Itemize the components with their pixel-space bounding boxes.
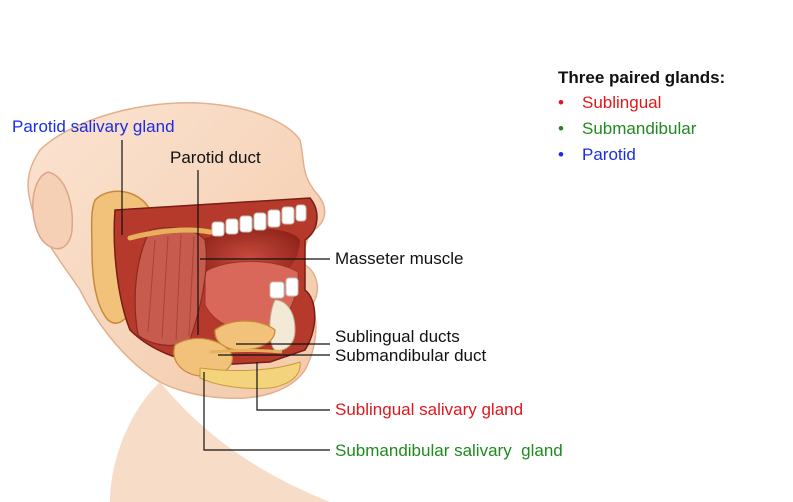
ear [32, 171, 74, 250]
label-parotid-duct: Parotid duct [170, 148, 261, 167]
submandibular-gland-shape [173, 337, 233, 377]
legend: Three paired glands: • Sublingual • Subman… [558, 66, 725, 168]
legend-item-submandibular: • Submandibular [558, 116, 725, 142]
label-submandibular-salivary-gland: Submandibular salivary gland [335, 441, 563, 460]
label-parotid-salivary-gland: Parotid salivary gland [12, 117, 175, 136]
legend-item-parotid: • Parotid [558, 142, 725, 168]
legend-item-label: Parotid [582, 145, 636, 164]
bullet-icon: • [558, 93, 564, 112]
lower-teeth [269, 277, 299, 299]
leader-sublingual-gland [256, 362, 330, 411]
parotid-duct-shape [127, 227, 213, 241]
leader-lines [121, 140, 330, 451]
bullet-icon: • [558, 119, 564, 138]
label-submandibular-duct: Submandibular duct [335, 346, 487, 365]
legend-item-label: Sublingual [582, 93, 662, 112]
bullet-icon: • [558, 145, 564, 164]
legend-title: Three paired glands: [558, 68, 726, 87]
label-sublingual-ducts: Sublingual ducts [335, 327, 460, 346]
label-sublingual-salivary-gland: Sublingual salivary gland [335, 400, 524, 419]
neck [110, 382, 330, 502]
label-masseter-muscle: Masseter muscle [335, 249, 464, 268]
masseter-striations [147, 233, 195, 341]
legend-item-label: Submandibular [582, 119, 697, 138]
submandibular-duct-shape [209, 349, 283, 354]
leader-submandibular-gland [203, 372, 330, 451]
upper-teeth [211, 204, 307, 237]
legend-item-sublingual: • Sublingual [558, 90, 725, 116]
mouth-floor [199, 361, 301, 389]
